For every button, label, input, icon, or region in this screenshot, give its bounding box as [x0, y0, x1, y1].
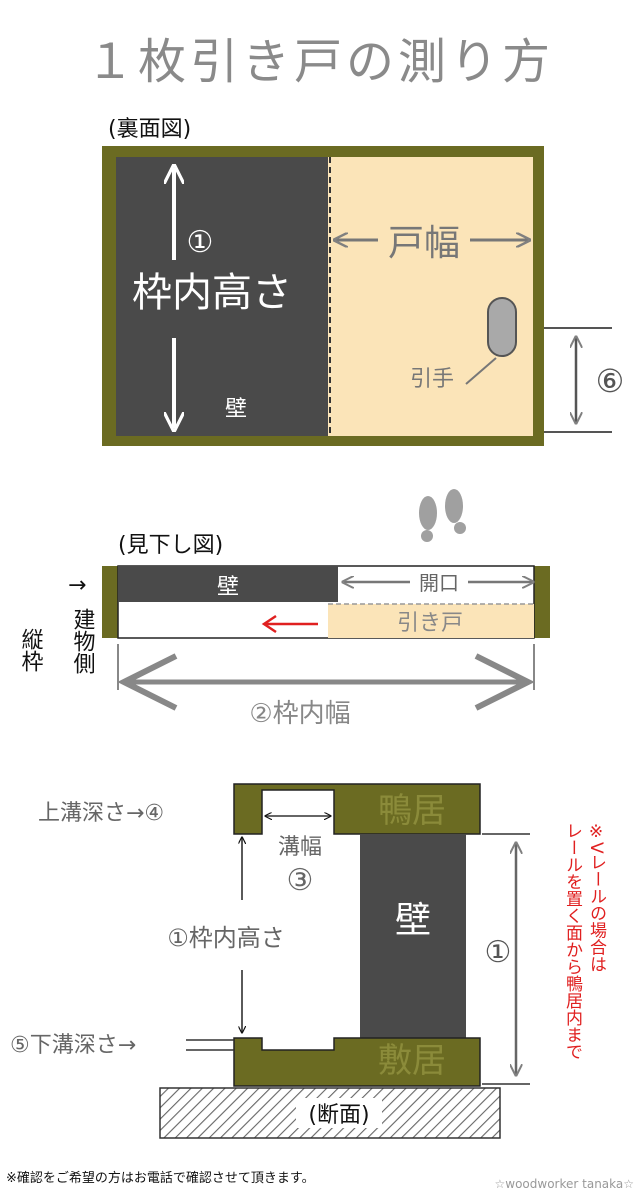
frame-label: 縦枠 [18, 628, 44, 672]
handle-pointer-line [465, 357, 497, 385]
back-view-door [328, 157, 533, 436]
top-wall-label: 壁 [217, 575, 239, 600]
footer-credit: ☆woodworker tanaka☆ [495, 1177, 634, 1191]
top-view-door [328, 604, 534, 638]
sill-label: 敷居 [378, 1041, 446, 1081]
top-door-label: 引き戸 [397, 611, 463, 636]
frame-width-arrowhead-left [117, 653, 178, 711]
height-label: 枠内高さ [132, 270, 292, 316]
back-wall-label: 壁 [225, 397, 247, 422]
section-wall-label: 壁 [395, 900, 431, 941]
handle-label: 引手 [410, 367, 454, 392]
lintel [233, 783, 481, 835]
groove-width-number: ③ [287, 863, 314, 898]
right-height-number: ① [485, 935, 512, 970]
back-view-wall [116, 157, 328, 436]
upper-depth-label: 上溝深さ→④ [38, 801, 164, 826]
sill [233, 1037, 481, 1087]
opening-label-bg [410, 568, 468, 594]
inner-height-label: ①枠内高さ [167, 924, 285, 952]
door-width-label-bg [378, 220, 470, 260]
lower-depth-label: ⑤下溝深さ→ [10, 1033, 136, 1058]
section-label: (断面) [308, 1103, 369, 1128]
slide-direction-arrowhead [261, 614, 277, 634]
top-view-frame-left [102, 566, 118, 638]
top-view-label: (見下し図) [118, 533, 223, 558]
door-handle-icon [487, 297, 517, 357]
section-wall [360, 834, 466, 1038]
footprints-icon [419, 489, 466, 542]
v-rail-note-line2: レールを置く面から鴨居内まで [562, 822, 583, 1060]
v-rail-note-line1: ※Vレールの場合は [586, 822, 607, 973]
frame-width-arrowhead-right [474, 653, 535, 711]
frame-width-label: ②枠内幅 [249, 699, 350, 729]
section-label-bg [296, 1098, 382, 1128]
building-side-label: 建物側 [70, 608, 96, 674]
top-view-wall [118, 566, 338, 602]
back-view-label: (裏面図) [108, 117, 191, 142]
door-width-label: 戸幅 [388, 223, 460, 264]
footer-note: ※確認をご希望の方はお電話で確認させて頂きます。 [6, 1170, 315, 1186]
frame-arrow: → [68, 573, 86, 598]
page-title: １枚引き戸の測り方 [86, 34, 554, 90]
opening-label: 開口 [419, 571, 459, 595]
height-number: ① [187, 225, 214, 260]
top-view-frame-right [534, 566, 550, 638]
groove-width-label: 溝幅 [278, 835, 322, 860]
lintel-label: 鴨居 [378, 791, 446, 831]
handle-height-number: ⑥ [596, 362, 625, 400]
